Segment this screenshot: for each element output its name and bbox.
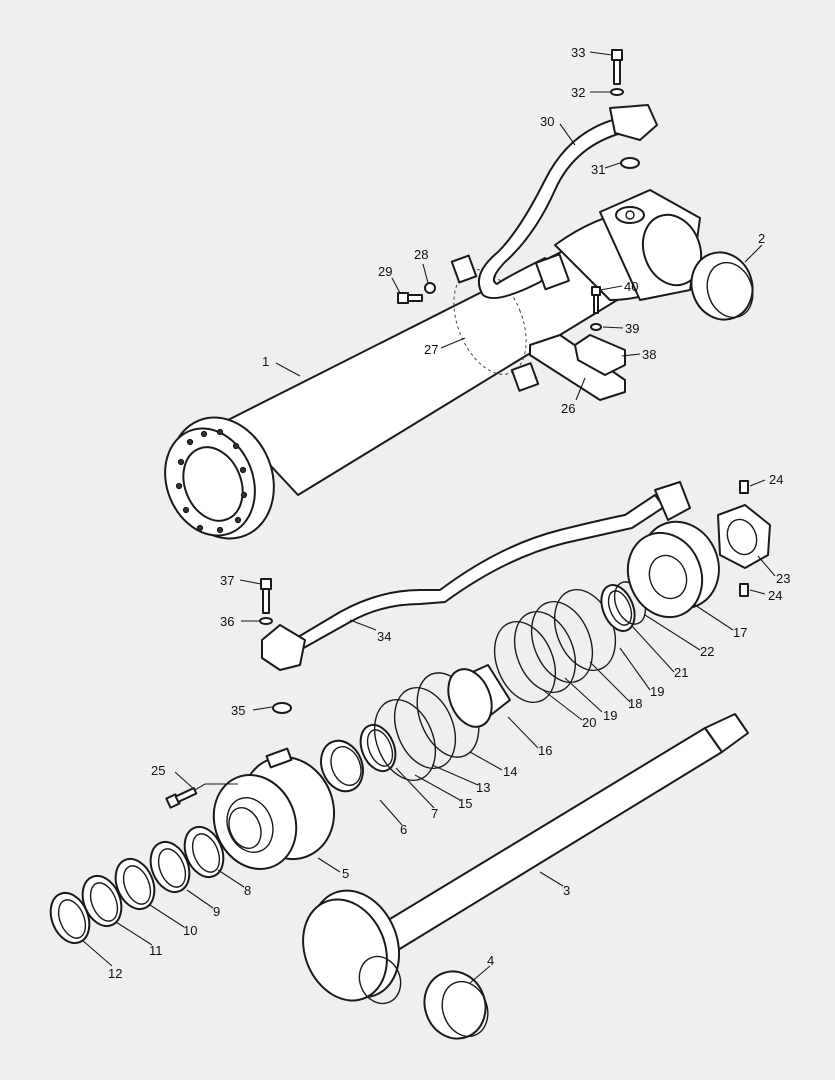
callout-24b: 24 xyxy=(768,588,782,603)
bolt-part-33 xyxy=(611,49,623,85)
washer-part-39 xyxy=(590,323,602,331)
callout-10: 10 xyxy=(183,923,197,938)
callout-33: 33 xyxy=(571,45,585,60)
seal-part-12 xyxy=(49,891,91,945)
callout-14: 14 xyxy=(503,764,517,779)
callout-15: 15 xyxy=(458,796,472,811)
callout-2: 2 xyxy=(758,231,765,246)
seal-part-10 xyxy=(114,857,156,911)
rear-clevis xyxy=(599,189,703,301)
callout-36: 36 xyxy=(220,614,234,629)
callout-17: 17 xyxy=(733,625,747,640)
bracket-part-26 xyxy=(529,334,626,401)
callout-39: 39 xyxy=(625,321,639,336)
callout-35: 35 xyxy=(231,703,245,718)
callout-29: 29 xyxy=(378,264,392,279)
piston-rod-part-3 xyxy=(302,713,749,1005)
ring-part-13 xyxy=(393,686,457,770)
callout-26: 26 xyxy=(561,401,575,416)
washer-part-32 xyxy=(610,88,624,96)
callout-7: 7 xyxy=(431,806,438,821)
bushing-part-2 xyxy=(690,251,754,321)
callout-8: 8 xyxy=(244,883,251,898)
oring-part-35 xyxy=(272,702,292,714)
seal-part-21 xyxy=(600,584,636,632)
washer-part-28 xyxy=(424,282,436,294)
callout-23: 23 xyxy=(776,571,790,586)
callout-31: 31 xyxy=(591,162,605,177)
callout-38: 38 xyxy=(642,347,656,362)
callout-19b: 19 xyxy=(603,708,617,723)
clamp-block-top xyxy=(450,254,478,284)
callout-12: 12 xyxy=(108,966,122,981)
clamp-block-bottom xyxy=(510,362,540,392)
bolt-part-40 xyxy=(591,286,601,314)
flange-bolt-holes xyxy=(175,428,248,534)
clamp-part-38 xyxy=(574,334,626,376)
ring-part-20 xyxy=(493,620,557,704)
callout-34: 34 xyxy=(377,629,391,644)
leader-lines xyxy=(81,51,776,984)
callout-13: 13 xyxy=(476,780,490,795)
washer-part-36 xyxy=(259,617,273,625)
set-screw-part-24-bottom xyxy=(739,583,749,597)
callout-16: 16 xyxy=(538,743,552,758)
callout-32: 32 xyxy=(571,85,585,100)
callout-5: 5 xyxy=(342,866,349,881)
bolt-part-25 xyxy=(165,787,198,809)
seal-part-11 xyxy=(81,874,123,928)
callout-27: 27 xyxy=(424,342,438,357)
callout-19a: 19 xyxy=(650,684,664,699)
bolt-part-29 xyxy=(397,292,423,304)
cylinder-head-part-5 xyxy=(212,747,336,870)
callout-21: 21 xyxy=(674,665,688,680)
callout-18: 18 xyxy=(628,696,642,711)
oring-part-31 xyxy=(620,157,640,169)
callout-1: 1 xyxy=(262,354,269,369)
callout-20: 20 xyxy=(582,715,596,730)
ring-part-19a xyxy=(513,610,577,694)
callout-25: 25 xyxy=(151,763,165,778)
callout-6: 6 xyxy=(400,822,407,837)
nut-part-23 xyxy=(717,504,771,569)
set-screw-part-24-top xyxy=(739,480,749,494)
bushing-part-6 xyxy=(320,739,364,793)
bushing-part-4 xyxy=(423,970,489,1040)
ring-part-15 xyxy=(373,698,437,782)
seal-part-8 xyxy=(183,825,225,879)
pipe-part-34 xyxy=(261,481,691,671)
callout-labels: 1 2 3 4 5 6 7 8 9 10 11 12 13 14 15 16 1… xyxy=(108,45,790,981)
callout-9: 9 xyxy=(213,904,220,919)
pipe-part-30 xyxy=(478,104,658,299)
seal-part-9 xyxy=(149,840,191,894)
callout-37: 37 xyxy=(220,573,234,588)
piston-part-17 xyxy=(626,520,720,619)
callout-30: 30 xyxy=(540,114,554,129)
callout-22: 22 xyxy=(700,644,714,659)
callout-24a: 24 xyxy=(769,472,783,487)
bolt-part-37 xyxy=(260,578,272,614)
callout-3: 3 xyxy=(563,883,570,898)
ring-part-18 xyxy=(530,600,594,684)
sleeve-part-16 xyxy=(447,664,511,728)
callout-28: 28 xyxy=(414,247,428,262)
callout-40: 40 xyxy=(624,279,638,294)
callout-4: 4 xyxy=(487,953,494,968)
callout-11: 11 xyxy=(149,943,163,958)
